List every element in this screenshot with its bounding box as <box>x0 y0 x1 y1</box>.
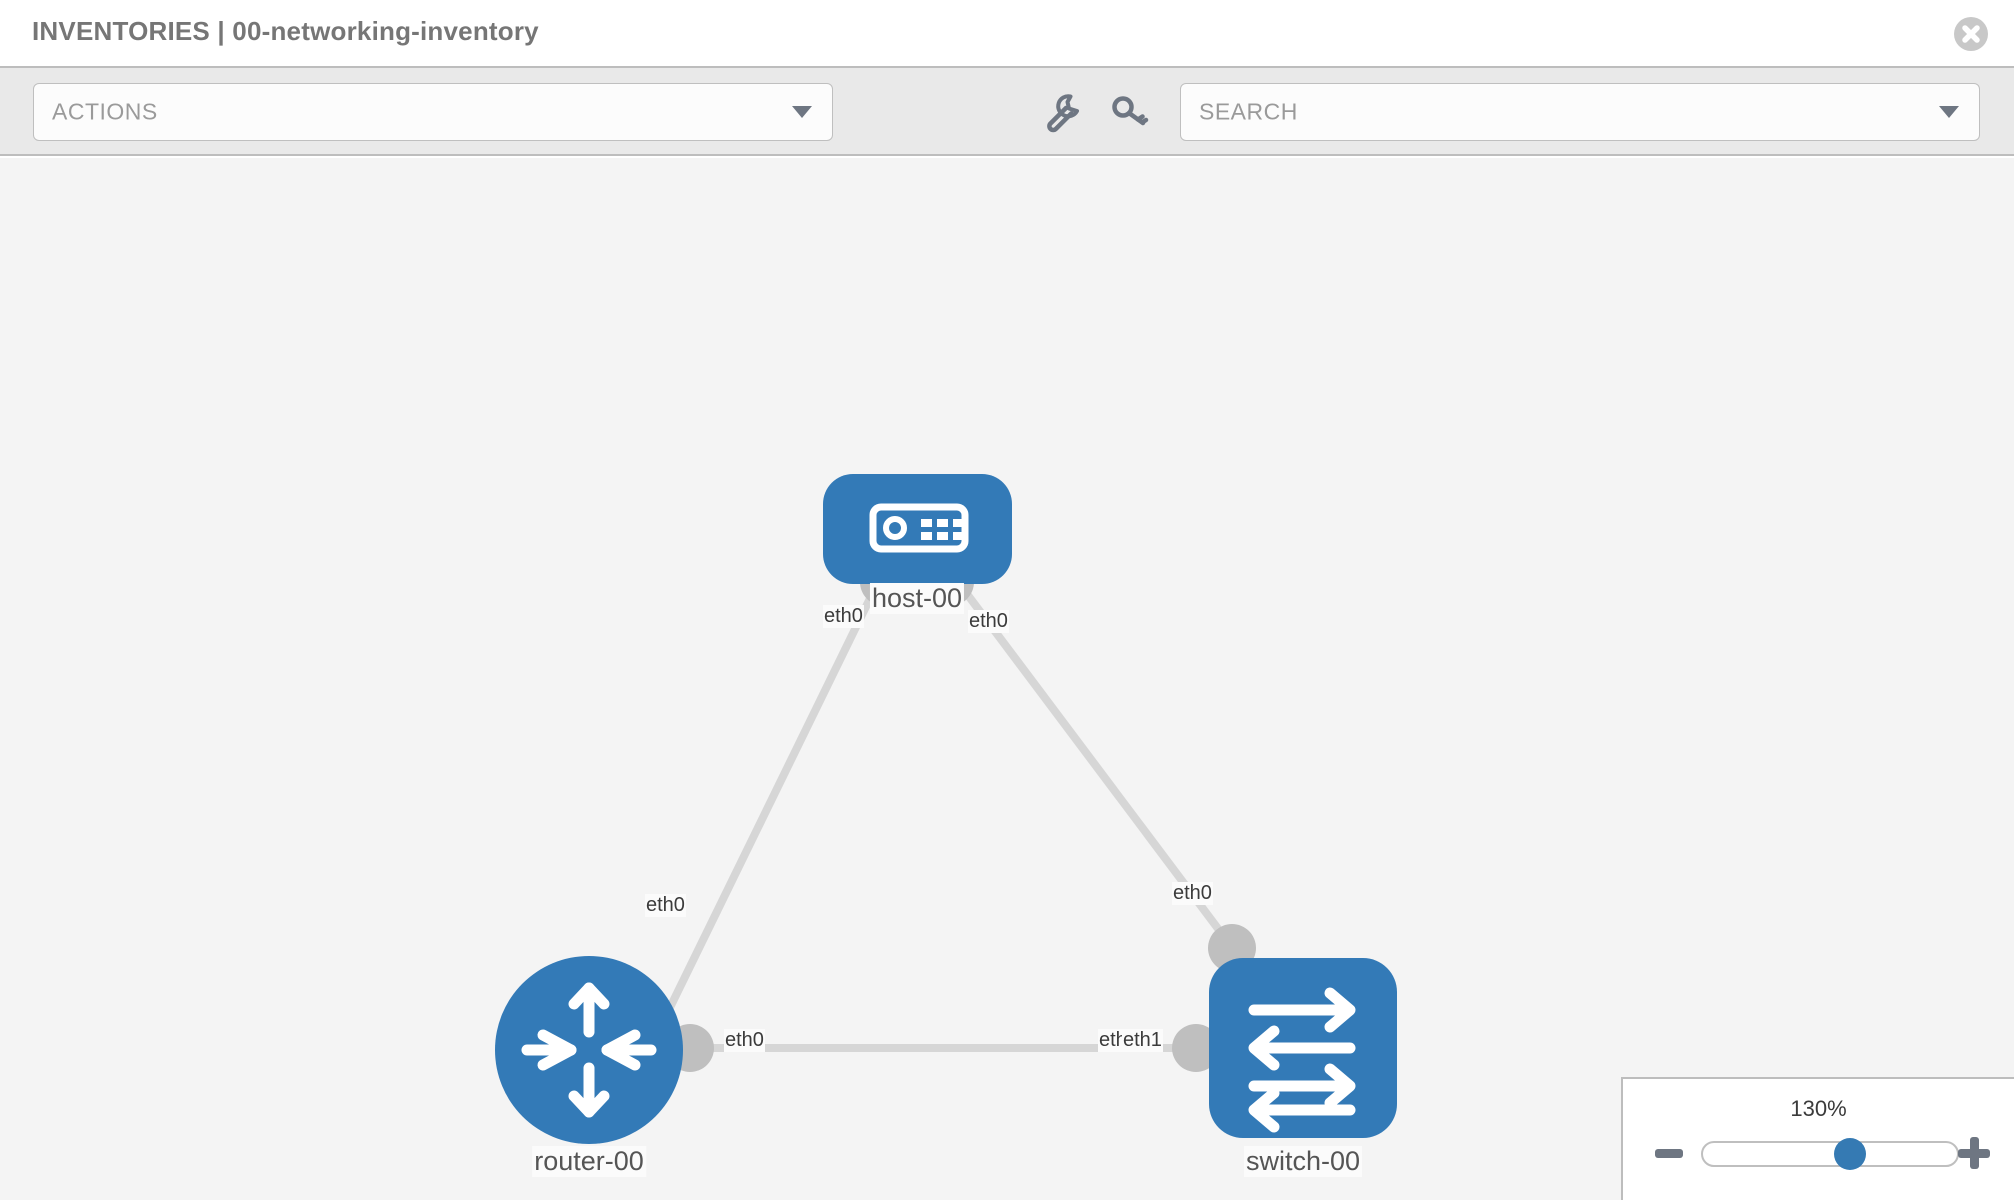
chevron-down-icon <box>792 106 812 118</box>
edge-label-host00-eth0-left: eth0 <box>823 605 864 628</box>
node-label-host-00[interactable]: host-00 <box>869 583 965 614</box>
connector-layer <box>666 558 1256 1072</box>
node-router-00 <box>495 956 683 1144</box>
wrench-icon[interactable] <box>1040 90 1084 134</box>
title-bar: INVENTORIES | 00-networking-inventory <box>0 0 2014 68</box>
connector-switch00-left <box>1172 1024 1220 1072</box>
zoom-level-label: 130% <box>1790 1096 1847 1121</box>
plus-icon[interactable] <box>1958 1137 1990 1169</box>
actions-dropdown[interactable]: ACTIONS <box>33 83 833 141</box>
topology-graph <box>495 474 1397 1144</box>
toolbar: ACTIONS SEARCH <box>0 68 2014 156</box>
key-icon[interactable] <box>1108 90 1152 134</box>
zoom-slider-row <box>1623 1137 2014 1177</box>
edge-label-switch00-eth1: eth1 <box>1122 1029 1163 1052</box>
node-switch-00 <box>1209 958 1397 1138</box>
zoom-slider[interactable] <box>1701 1138 1959 1170</box>
edge-label-host00-eth0-right: eth0 <box>968 610 1009 633</box>
edge-layer <box>656 575 1244 1052</box>
actions-dropdown-label: ACTIONS <box>52 98 158 125</box>
edge-label-router00-eth0: eth0 <box>645 894 686 917</box>
minus-icon[interactable] <box>1655 1149 1683 1158</box>
chevron-down-icon <box>1939 106 1959 118</box>
node-label-switch-00[interactable]: switch-00 <box>1243 1146 1363 1177</box>
server-icon <box>869 503 969 553</box>
search-input[interactable]: SEARCH <box>1180 83 1980 141</box>
router-arrows-icon <box>521 982 657 1118</box>
page-title: INVENTORIES | 00-networking-inventory <box>32 16 539 46</box>
edge-host00-router00 <box>656 576 884 1030</box>
close-icon[interactable] <box>1954 17 1988 51</box>
edge-label-switch00-eth0-top: eth0 <box>1172 882 1213 905</box>
zoom-slider-thumb[interactable] <box>1834 1138 1867 1170</box>
switch-arrows-icon <box>1248 987 1356 1133</box>
zoom-control-panel: 130% <box>1621 1077 2014 1200</box>
search-placeholder-label: SEARCH <box>1199 98 1298 125</box>
topology-canvas[interactable]: host-00 router-00 switch-00 eth0 eth0 et… <box>0 158 2014 1200</box>
edge-label-router00-eth0-right: eth0 <box>724 1029 765 1052</box>
node-host-00 <box>823 474 1012 584</box>
node-label-router-00[interactable]: router-00 <box>532 1146 646 1177</box>
